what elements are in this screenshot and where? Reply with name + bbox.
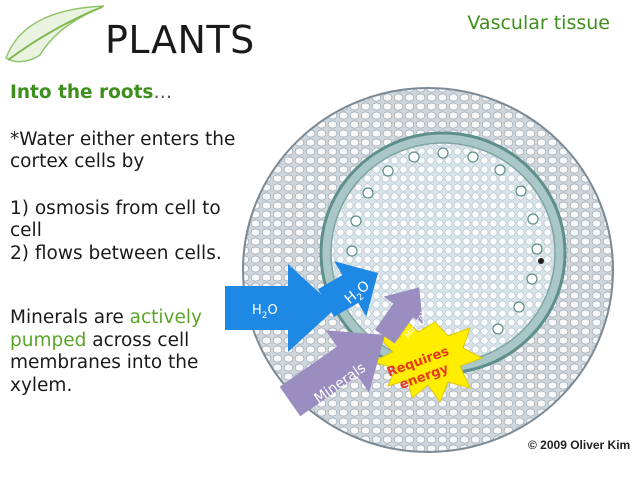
list-item-osmosis: 1) osmosis from cell to cell [10, 197, 221, 242]
minerals-suffix: across cell membranes into the xylem. [10, 329, 199, 396]
minerals-text: Minerals are actively pumped across cell… [10, 307, 242, 397]
body-text: Into the roots… *Water either enters the… [10, 82, 242, 397]
leaf-logo-icon [5, 5, 105, 63]
minerals-highlight-actively: actively [129, 307, 202, 328]
intro-text: *Water either enters the cortex cells by [10, 128, 236, 173]
heading-ellipsis: … [153, 82, 172, 103]
copyright-notice: © 2009 Oliver Kim [528, 438, 631, 452]
water-arrow-large-icon [225, 264, 336, 352]
page-title: PLANTS [105, 18, 255, 62]
list-item-flows: 2) flows between cells. [10, 242, 222, 264]
section-heading: Into the roots… [10, 82, 242, 105]
water-arrow-small-icon [318, 261, 378, 317]
minerals-arrow-small-icon [374, 287, 423, 344]
page-subtitle: Vascular tissue [467, 12, 610, 34]
heading-text: Into the roots [10, 82, 154, 103]
minerals-arrow-large-icon [279, 330, 385, 417]
water-arrow-label-1: H2O [252, 303, 278, 321]
minerals-highlight-pumped: pumped [10, 329, 87, 351]
minerals-prefix: Minerals are [10, 307, 130, 328]
